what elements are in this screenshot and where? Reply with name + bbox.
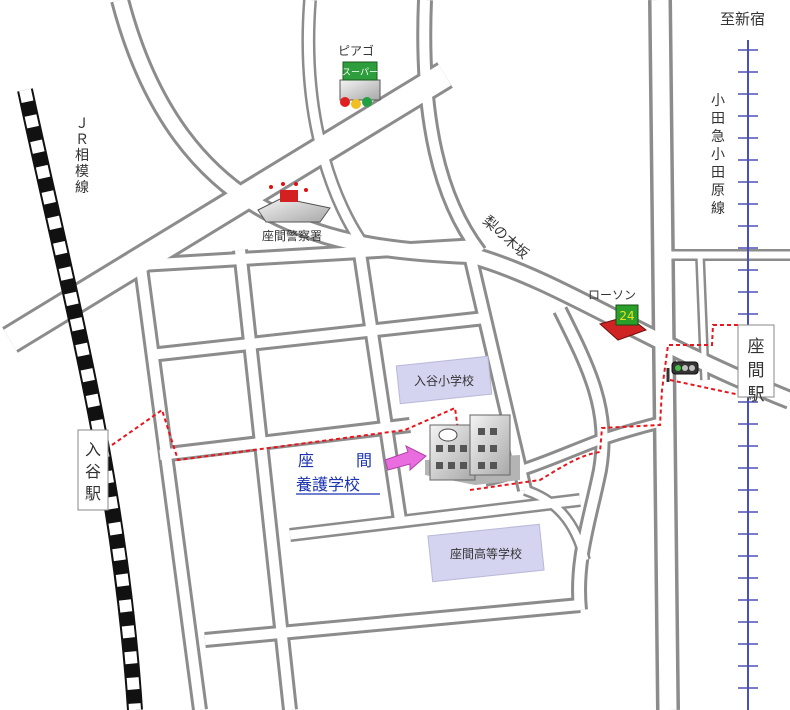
supermarket-icon: スーパー [339, 61, 381, 109]
walking-route [111, 324, 741, 491]
traffic-light-icon [666, 361, 699, 382]
iriya-elementary-label: 入谷小学校 [414, 373, 474, 388]
police-label: 座間警察署 [262, 228, 322, 243]
zama-police-station[interactable]: 座間警察署 [257, 182, 331, 243]
lawson-24-text: 24 [619, 309, 634, 323]
lawson-label: ローソン [588, 288, 636, 302]
jr-line-label: ＪＲ相模線 [75, 116, 89, 196]
iriya-station[interactable]: 入谷駅 [77, 429, 109, 511]
school-name-line2[interactable]: 養護学校 [296, 475, 360, 494]
school-name-line1b: 間 [356, 451, 372, 470]
zama-high-school[interactable]: 座間高等学校 [427, 523, 545, 583]
convenience-store-icon: 24 [598, 304, 648, 341]
zama-station[interactable]: 座間駅 [737, 324, 775, 405]
zama-high-label: 座間高等学校 [450, 546, 522, 561]
school-name-line1a: 座 [298, 451, 314, 470]
piago-supermarket[interactable]: ピアゴ スーパー [338, 43, 381, 109]
super-sign-text: スーパー [342, 67, 378, 78]
school-building-icon [425, 414, 520, 485]
zama-school[interactable]: 座 間 養護学校 [296, 414, 520, 495]
pointer-arrow-icon [384, 445, 427, 472]
piago-label: ピアゴ [338, 43, 374, 58]
police-station-icon [257, 182, 331, 223]
iriya-station-label: 入谷駅 [85, 440, 101, 503]
lawson-store[interactable]: ローソン 24 [588, 288, 648, 341]
to-shinjuku-label: 至新宿 [720, 10, 765, 28]
jr-sagami-railway [17, 88, 143, 710]
iriya-elementary-school[interactable]: 入谷小学校 [395, 355, 493, 405]
zama-station-label: 座間駅 [748, 337, 765, 405]
odakyu-line-label: 小田急小田原線 [711, 93, 725, 217]
